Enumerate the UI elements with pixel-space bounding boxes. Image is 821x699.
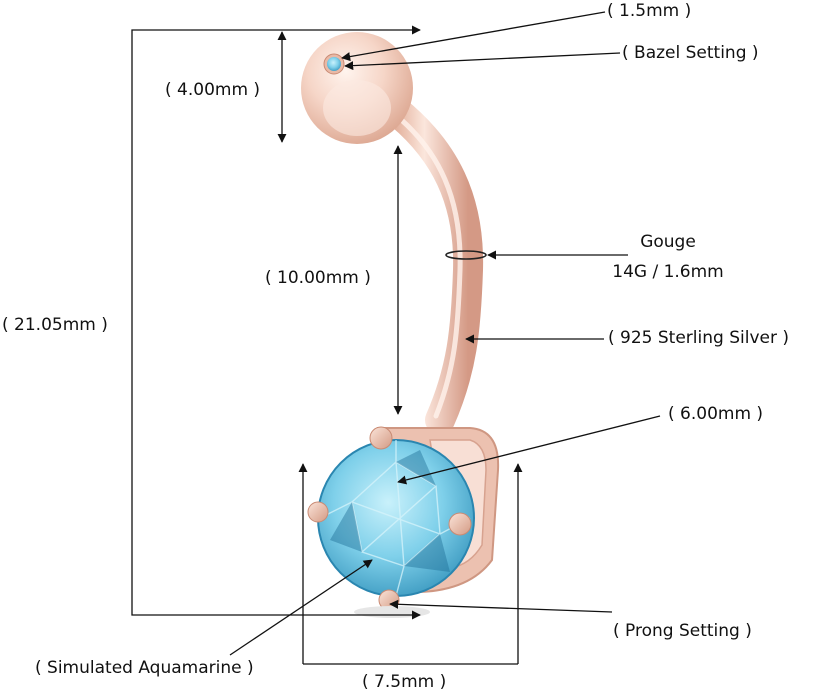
bar-length-label: ( 10.00mm ) [265, 268, 371, 288]
leader-bezel [344, 52, 621, 71]
leader-1-5mm [341, 11, 606, 62]
prong-right [448, 512, 472, 536]
bezel-setting-label: ( Bazel Setting ) [622, 43, 759, 63]
prong-setting-label: ( Prong Setting ) [613, 621, 752, 641]
total-length-bracket [131, 25, 421, 620]
bezel-stone-gem [327, 57, 341, 71]
leader-stone-size [397, 415, 661, 485]
curved-bar-highlight [389, 109, 463, 419]
gauge-ring [445, 250, 487, 260]
ball-diameter-label: ( 4.00mm ) [165, 80, 261, 100]
gauge-title-label: Gouge [640, 232, 696, 252]
prongs [307, 426, 472, 611]
dimension-lines [131, 11, 661, 665]
stone-type-label: ( Simulated Aquamarine ) [35, 658, 254, 678]
stone-size-label: ( 6.00mm ) [668, 404, 764, 424]
material-label: ( 925 Sterling Silver ) [608, 328, 789, 348]
leader-stone-type [229, 559, 373, 656]
shadow [354, 606, 430, 618]
ball-stone-size-label: ( 1.5mm ) [607, 1, 692, 21]
setting-width-label: ( 7.5mm ) [362, 672, 447, 692]
curved-bar [380, 95, 484, 435]
total-length-label: ( 21.05mm ) [2, 315, 108, 335]
gauge-value-label: 14G / 1.6mm [612, 262, 724, 282]
leader-prong [389, 599, 613, 613]
top-ball-shine [323, 80, 391, 136]
prong-left [307, 501, 329, 523]
prong-top [369, 426, 393, 450]
